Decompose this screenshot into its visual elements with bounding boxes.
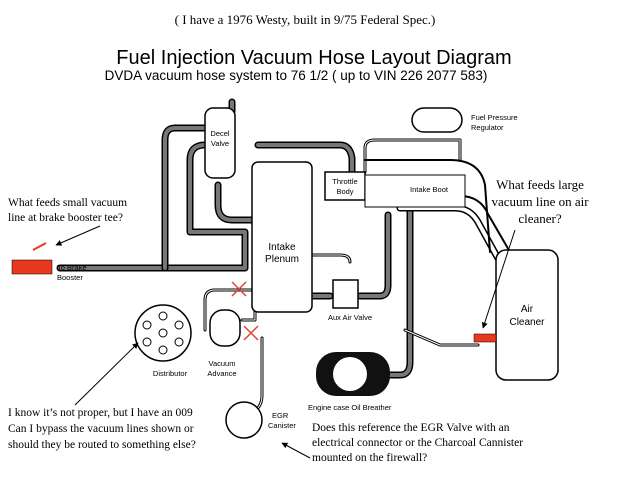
air-cleaner: Air Cleaner [473, 249, 559, 381]
oil-breather-label: Engine case Oil Breather [308, 403, 392, 412]
cross-mark-vacuum-advance [243, 325, 259, 341]
question-bypass-line-1: I know it’s not proper, but I have an 00… [8, 407, 193, 419]
brake-booster-label-1: To Brake [57, 263, 87, 272]
air-cleaner-label-2: Cleaner [509, 317, 545, 328]
intake-plenum-label-1: Intake [268, 242, 296, 253]
question-small-vacuum: What feeds small vacuum line at brake bo… [8, 197, 127, 246]
brake-tee-marker [32, 242, 47, 251]
question-large-vacuum-line-1: What feeds large [496, 177, 584, 192]
diagram-title: Fuel Injection Vacuum Hose Layout Diagra… [116, 47, 511, 69]
question-large-vacuum: What feeds large vacuum line on air clea… [481, 177, 589, 329]
vacuum-advance-label-1: Vacuum [209, 359, 236, 368]
question-small-vacuum-line-1: What feeds small vacuum [8, 197, 127, 209]
question-large-vacuum-line-3: cleaner? [518, 211, 562, 226]
cross-mark-plenum [231, 281, 247, 297]
question-bypass: I know it’s not proper, but I have an 00… [8, 342, 196, 451]
question-egr-line-1: Does this reference the EGR Valve with a… [312, 422, 510, 434]
vacuum-advance: Vacuum Advance [207, 309, 241, 378]
vacuum-advance-label-2: Advance [207, 369, 236, 378]
egr-canister-label-1: EGR [272, 411, 289, 420]
egr-canister: EGR Canister [225, 401, 296, 439]
intake-boot-label: Intake Boot [410, 185, 449, 194]
question-egr: Does this reference the EGR Valve with a… [281, 422, 523, 464]
blocked-line-markers [231, 281, 259, 341]
fuel-pressure-regulator-label-2: Regulator [471, 123, 504, 132]
diagram-subtitle: DVDA vacuum hose system to 76 1/2 ( up t… [105, 68, 488, 83]
aux-air-valve: Aux Air Valve [328, 279, 372, 322]
air-cleaner-label-1: Air [521, 304, 534, 315]
aux-air-valve-label: Aux Air Valve [328, 313, 372, 322]
question-egr-line-2: electrical connector or the Charcoal Can… [312, 437, 523, 449]
brake-booster-label-2: Booster [57, 273, 83, 282]
fuel-pressure-regulator: Fuel Pressure Regulator [411, 107, 518, 133]
fuel-pressure-regulator-label-1: Fuel Pressure [471, 113, 518, 122]
brake-booster: To Brake Booster [11, 259, 87, 282]
intake-plenum-label-2: Plenum [265, 254, 299, 265]
intake-boot: Intake Boot [364, 174, 466, 208]
decel-valve-label-1: Decel [210, 129, 230, 138]
header-note: ( I have a 1976 Westy, built in 9/75 Fed… [175, 12, 436, 27]
question-small-vacuum-line-2: line at brake booster tee? [8, 212, 123, 224]
question-egr-line-3: mounted on the firewall? [312, 452, 427, 464]
question-large-vacuum-line-2: vacuum line on air [491, 194, 589, 209]
distributor-label: Distributor [153, 369, 188, 378]
intake-plenum: Intake Plenum [251, 161, 313, 313]
decel-valve-label-2: Valve [211, 139, 229, 148]
question-bypass-line-3: should they be routed to something else? [8, 439, 196, 451]
hose-network [56, 98, 511, 414]
question-bypass-line-2: Can I bypass the vacuum lines shown or [8, 423, 194, 435]
oil-breather: Engine case Oil Breather [308, 352, 392, 412]
throttle-body: Throttle Body [324, 171, 366, 201]
decel-valve: Decel Valve [204, 107, 236, 179]
throttle-body-label-2: Body [336, 187, 353, 196]
throttle-body-label-1: Throttle [332, 177, 357, 186]
distributor: Distributor [134, 304, 192, 378]
egr-canister-label-2: Canister [268, 421, 296, 430]
